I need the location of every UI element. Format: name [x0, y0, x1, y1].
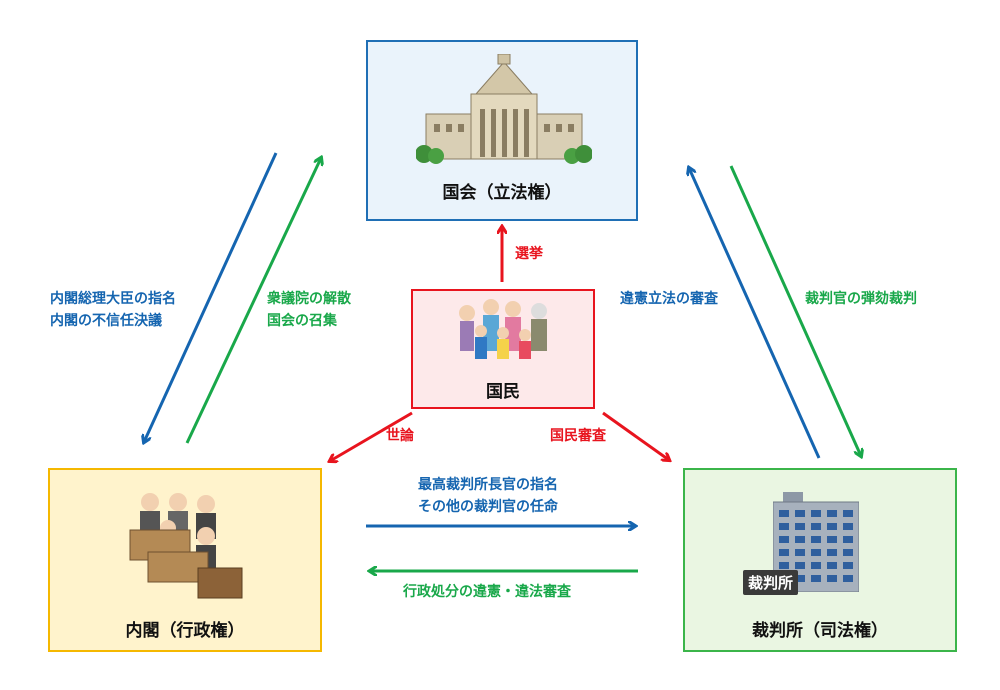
arrow-people-to-court [602, 411, 669, 460]
window [795, 523, 805, 530]
window [795, 510, 805, 517]
window [811, 549, 821, 556]
window [811, 575, 821, 582]
window [843, 510, 853, 517]
window [811, 510, 821, 517]
window [811, 523, 821, 530]
window [827, 575, 837, 582]
label-line: その他の裁判官の任命 [418, 499, 558, 515]
label-line: 国会の召集 [267, 313, 337, 329]
window [843, 536, 853, 543]
window [779, 510, 789, 517]
window [779, 536, 789, 543]
diet-box: 国会（立法権） [366, 40, 638, 221]
window [843, 575, 853, 582]
label-line: 内閣の不信任決議 [50, 313, 162, 329]
people-title: 国民 [486, 382, 520, 402]
arrow-diet-to-court [729, 165, 861, 456]
label-diet-to-court: 裁判官の弾劾裁判 [805, 291, 917, 307]
label-court-to-diet: 違憲立法の審査 [620, 291, 718, 307]
window [843, 562, 853, 569]
court-sign: 裁判所 [743, 570, 799, 595]
window [843, 523, 853, 530]
window [827, 549, 837, 556]
arrow-cabinet-to-diet [185, 158, 321, 444]
window [779, 523, 789, 530]
cabinet-box: 内閣（行政権） [48, 468, 322, 652]
window [779, 549, 789, 556]
label-cabinet-to-diet: 衆議院の解散 国会の召集 [267, 288, 351, 332]
arrow-diet-to-cabinet [144, 152, 278, 442]
label-people-to-court: 国民審査 [550, 428, 606, 444]
cabinet-title: 内閣（行政権） [125, 621, 245, 641]
window [827, 536, 837, 543]
diet-title: 国会（立法権） [442, 183, 562, 203]
diet-building-icon [416, 54, 592, 164]
window [827, 523, 837, 530]
cabinet-ministers-icon [129, 493, 243, 599]
window [795, 549, 805, 556]
court-title: 裁判所（司法権） [752, 621, 888, 641]
window [827, 510, 837, 517]
window [779, 562, 789, 569]
label-line: 最高裁判所長官の指名 [418, 477, 558, 493]
window [795, 575, 805, 582]
window [827, 562, 837, 569]
court-box: 裁判所 裁判所（司法権） [683, 468, 957, 652]
people-box: 国民 [411, 289, 595, 409]
label-diet-to-cabinet: 内閣総理大臣の指名 内閣の不信任決議 [50, 288, 176, 332]
label-line: 衆議院の解散 [267, 291, 351, 307]
label-line: 内閣総理大臣の指名 [50, 291, 176, 307]
people-family-icon [459, 299, 547, 359]
label-people-to-cabinet: 世論 [386, 428, 414, 444]
label-people-to-diet: 選挙 [515, 246, 543, 262]
window [795, 562, 805, 569]
window [843, 549, 853, 556]
window [795, 536, 805, 543]
label-cabinet-to-court: 最高裁判所長官の指名 その他の裁判官の任命 [418, 474, 558, 518]
label-court-to-cabinet: 行政処分の違憲・違法審査 [403, 584, 571, 600]
arrow-people-to-cabinet [330, 411, 413, 461]
window [811, 536, 821, 543]
window [811, 562, 821, 569]
arrow-court-to-diet [689, 168, 821, 459]
